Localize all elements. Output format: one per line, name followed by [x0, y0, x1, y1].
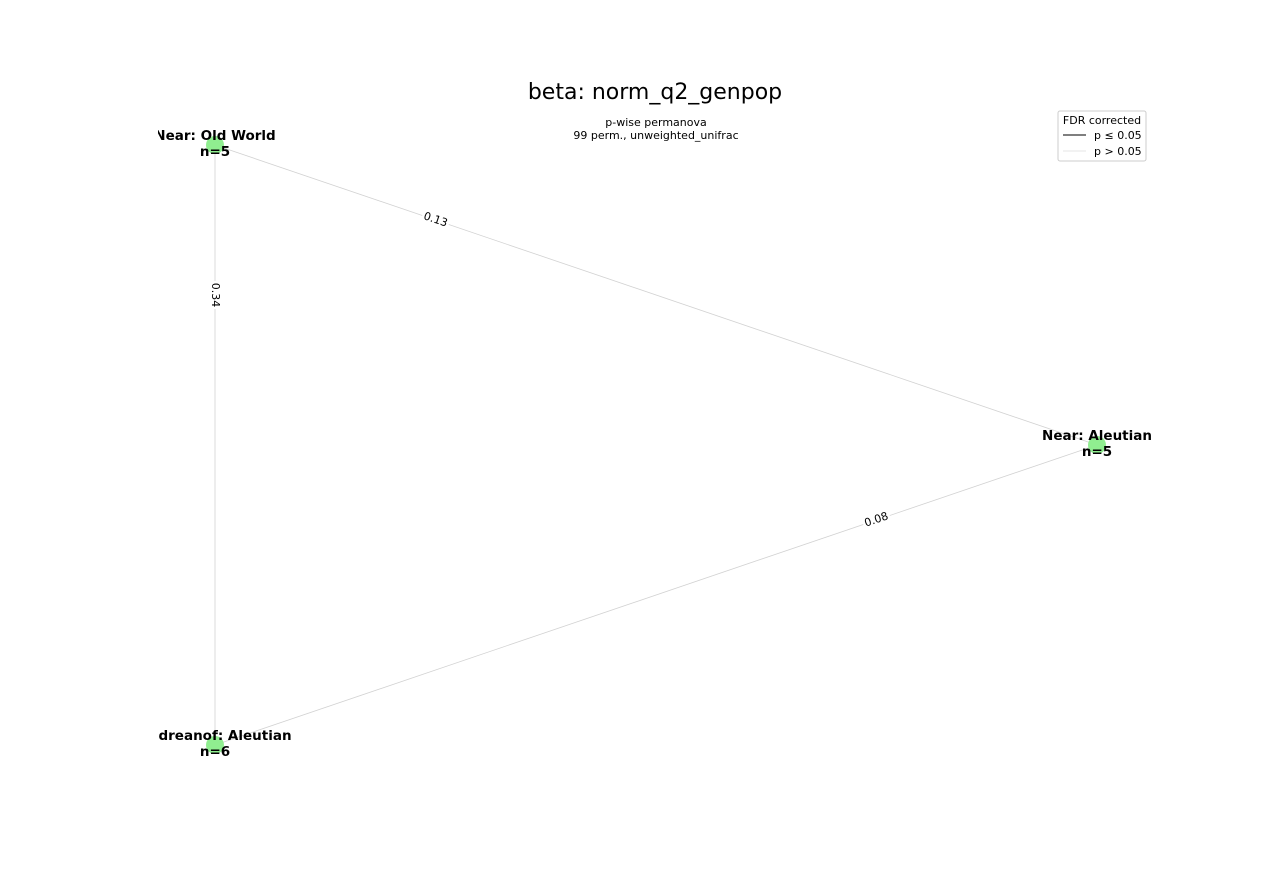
edge-old_world-aleutian	[214, 144, 1098, 446]
node-count-aleutian: n=5	[1082, 444, 1112, 460]
node-label-andreanof: Andreanof: Aleutian	[138, 728, 291, 744]
legend: FDR corrected p ≤ 0.05 p > 0.05	[1057, 110, 1147, 162]
diagram-title: beta: norm_q2_genpop	[528, 80, 782, 105]
edge-label-old_world-andreanof: 0.34	[209, 283, 222, 308]
edge-label-background	[860, 508, 893, 532]
nodes-layer	[206, 136, 1106, 754]
subtitle-params: 99 perm., unweighted_unifrac	[573, 129, 738, 142]
node-label-aleutian: Near: Aleutian	[1042, 428, 1152, 444]
edge-labels-layer: 0.130.340.08	[208, 208, 893, 532]
edge-label-background	[419, 208, 452, 232]
legend-label-significant: p ≤ 0.05	[1094, 129, 1142, 142]
node-count-old_world: n=5	[200, 144, 230, 160]
node-old_world	[206, 136, 224, 154]
node-count-andreanof: n=6	[200, 744, 230, 760]
node-aleutian	[1088, 436, 1106, 454]
node-andreanof	[206, 736, 224, 754]
legend-label-not-significant: p > 0.05	[1094, 145, 1142, 158]
legend-box	[1057, 110, 1147, 162]
edges-layer	[214, 144, 1098, 746]
subtitle-method: p-wise permanova	[605, 116, 707, 129]
edge-andreanof-aleutian	[214, 444, 1098, 746]
legend-title: FDR corrected	[1063, 114, 1141, 127]
node-label-old_world: Near: Old World	[154, 128, 275, 144]
edge-label-background	[208, 281, 222, 309]
